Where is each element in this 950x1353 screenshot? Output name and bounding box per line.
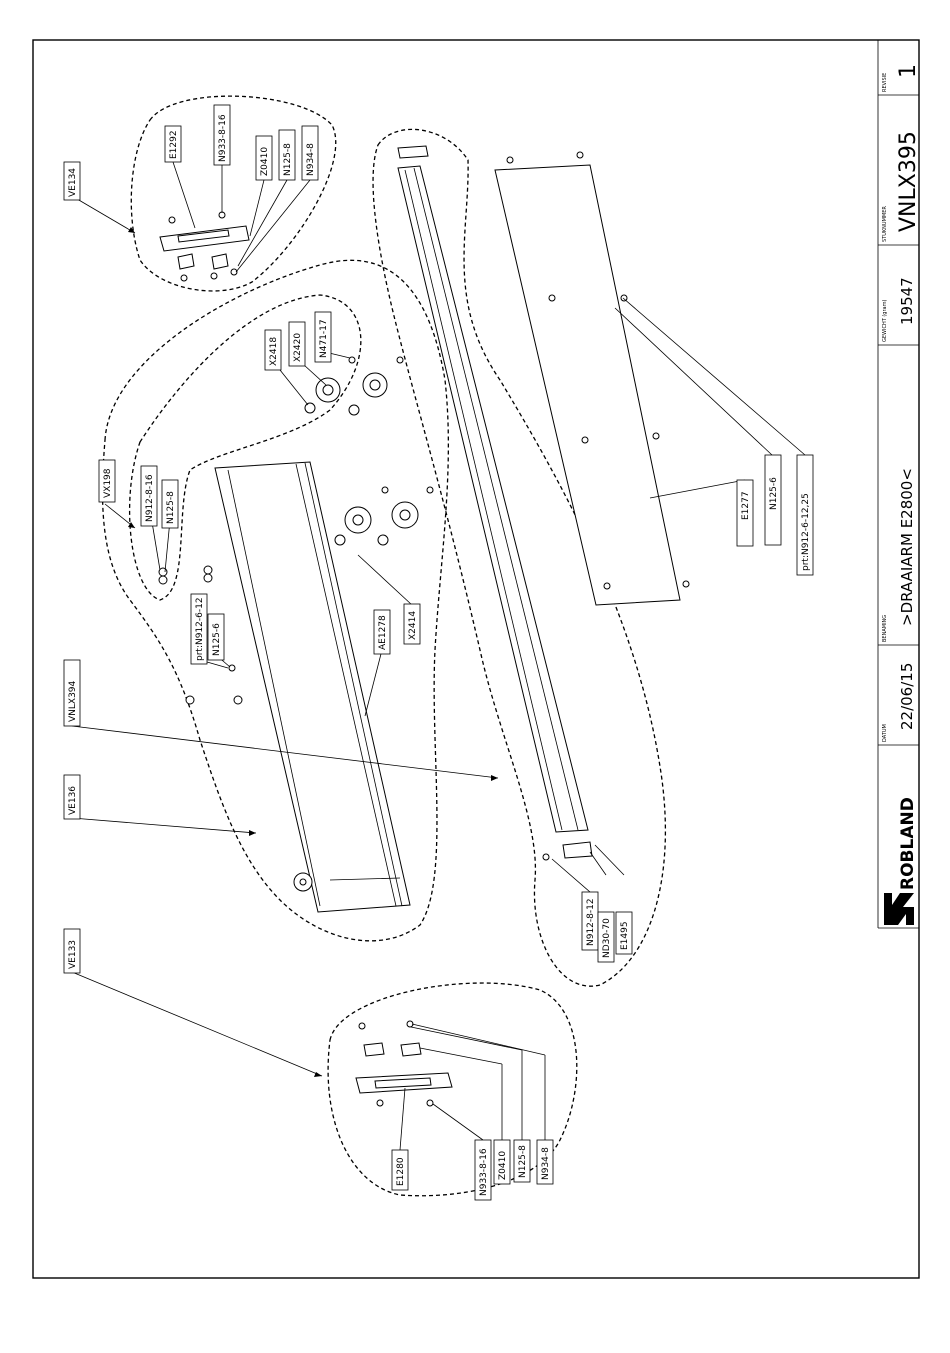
group-outline-ve134	[130, 95, 337, 292]
svg-text:ND30-70: ND30-70	[602, 918, 612, 958]
part-label-z0410-bottom: Z0410	[493, 1139, 511, 1185]
leader-lines	[71, 161, 806, 1151]
callout-ve133-text: VE133	[68, 940, 78, 969]
svg-text:N933-8-16: N933-8-16	[218, 114, 228, 162]
drawing-frame	[32, 39, 920, 1279]
title-block: REVISIE 1 STUKNUMMER VNLX395 GEWICHT (gr…	[877, 40, 921, 929]
part-label-e1277: E1277	[736, 479, 754, 547]
revisie-header: REVISIE	[882, 73, 888, 92]
callout-vx198-text: VX198	[103, 468, 113, 498]
part-label-n934-8-top: N934-8	[301, 125, 319, 181]
svg-text:N125-8: N125-8	[283, 143, 293, 176]
svg-text:E1280: E1280	[396, 1157, 406, 1186]
stuknummer-header: STUKNUMMER	[882, 206, 888, 242]
callout-ve136: VE136	[63, 774, 81, 820]
part-label-n125-6-right: N125-6	[764, 454, 782, 546]
roller-assembly-upper	[158, 356, 404, 585]
callout-ve136-text: VE136	[68, 786, 78, 815]
part-label-e1280: E1280	[391, 1149, 409, 1191]
callout-ve134: VE134	[63, 161, 81, 201]
callout-ve134-text: VE134	[68, 168, 78, 197]
part-label-e1292: E1292	[164, 125, 182, 163]
part-label-x2418: X2418	[264, 329, 282, 371]
part-label-n933-8-16-top: N933-8-16	[213, 104, 231, 166]
group-outline-vnlx394	[372, 128, 667, 987]
group-outline-ve136	[101, 259, 450, 942]
part-label-n934-8-bottom: N934-8	[536, 1139, 554, 1185]
gewicht-header: GEWICHT (gram)	[882, 300, 888, 342]
svg-text:Z0410: Z0410	[498, 1151, 508, 1180]
svg-text:X2414: X2414	[408, 611, 418, 640]
long-beam	[397, 145, 593, 861]
svg-text:E1495: E1495	[620, 921, 630, 950]
svg-text:N934-8: N934-8	[541, 1147, 551, 1180]
bracket-assembly-bottom	[355, 1020, 453, 1107]
datum-value: 22/06/15	[898, 663, 916, 730]
benaming-header: BENAMING	[882, 615, 888, 642]
part-label-nd30-70: ND30-70	[597, 911, 615, 963]
group-outline-ve133	[327, 982, 578, 1197]
svg-text:Z0410: Z0410	[260, 147, 270, 176]
part-label-prt-n912-6-12: prt:N912-6-12	[190, 593, 208, 665]
part-label-n912-8-16: N912-8-16	[140, 465, 158, 527]
robland-logo: ROBLAND	[884, 797, 918, 925]
part-label-n125-8-top: N125-8	[278, 129, 296, 181]
swing-arm-frame	[185, 461, 434, 913]
svg-text:X2418: X2418	[269, 337, 279, 366]
svg-text:N125-6: N125-6	[212, 623, 222, 656]
part-label-prt-n912-6-12-25: prt:N912-6-12,25	[796, 454, 814, 576]
callout-vx198: VX198	[98, 459, 116, 503]
svg-text:E1292: E1292	[169, 130, 179, 159]
svg-text:prt:N912-6-12,25: prt:N912-6-12,25	[801, 493, 811, 571]
logo-text: ROBLAND	[898, 797, 918, 890]
part-label-n933-8-16-bottom: N933-8-16	[474, 1139, 492, 1201]
svg-text:N471-17: N471-17	[319, 319, 329, 358]
bracket-assembly-top	[159, 211, 250, 282]
stuknummer-value: VNLX395	[896, 131, 921, 232]
svg-text:N125-6: N125-6	[769, 477, 779, 510]
benaming-value: >DRAAIARM E2800<	[898, 468, 916, 626]
callout-vnlx394-text: VNLX394	[68, 680, 78, 722]
group-outline-vx198	[128, 294, 362, 601]
part-label-ae1278: AE1278	[373, 609, 391, 655]
part-label-e1495: E1495	[615, 911, 633, 955]
part-label-x2414: X2414	[403, 603, 421, 645]
svg-text:AE1278: AE1278	[378, 615, 388, 650]
svg-text:N912-8-12: N912-8-12	[586, 898, 596, 946]
gewicht-value: 19547	[898, 277, 916, 325]
part-label-n125-6-left: N125-6	[207, 613, 225, 661]
svg-text:N912-8-16: N912-8-16	[145, 474, 155, 522]
svg-text:N125-8: N125-8	[166, 491, 176, 524]
part-label-n125-8-mid: N125-8	[161, 479, 179, 529]
part-label-x2420: X2420	[288, 321, 306, 367]
revisie-value: 1	[896, 64, 921, 78]
datum-header: DATUM	[882, 724, 888, 742]
svg-text:E1277: E1277	[741, 491, 751, 520]
svg-text:N933-8-16: N933-8-16	[479, 1148, 489, 1196]
part-label-n912-8-12: N912-8-12	[581, 891, 599, 951]
part-label-n471-17: N471-17	[314, 311, 332, 363]
mounting-plate	[494, 151, 690, 606]
svg-text:N125-8: N125-8	[518, 1145, 528, 1178]
svg-text:X2420: X2420	[293, 333, 303, 362]
svg-text:N934-8: N934-8	[306, 143, 316, 176]
svg-text:prt:N912-6-12: prt:N912-6-12	[195, 597, 205, 661]
callout-vnlx394: VNLX394	[63, 659, 81, 727]
part-label-n125-8-bottom: N125-8	[513, 1139, 531, 1183]
callout-ve133: VE133	[63, 928, 81, 974]
part-label-z0410-top: Z0410	[255, 135, 273, 181]
